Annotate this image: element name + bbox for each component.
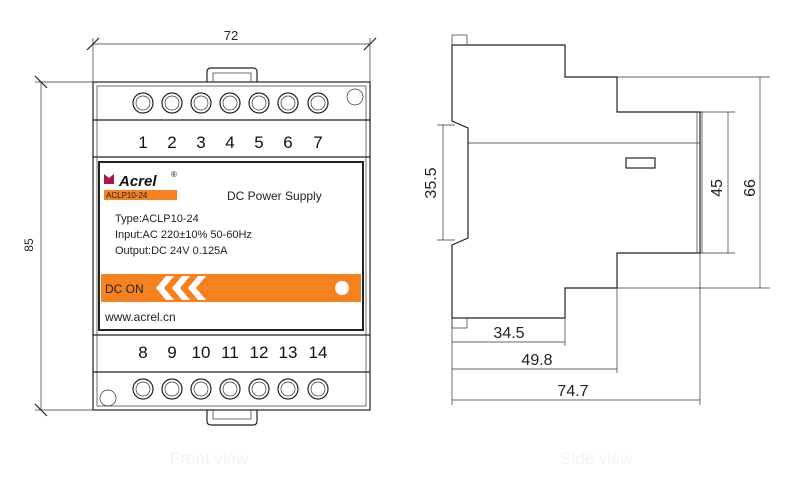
model-tag: ACLP10-24 (106, 191, 148, 200)
top-terminal-screws (132, 88, 364, 114)
terminal-number: 2 (167, 133, 176, 152)
terminal-number: 10 (192, 343, 211, 362)
chevron-arrows-icon (156, 276, 206, 300)
depth-34-5-label: 34.5 (493, 325, 524, 342)
power-led-icon (335, 281, 349, 295)
terminal-number: 7 (313, 133, 322, 152)
terminal-number: 12 (250, 343, 269, 362)
terminal-number: 8 (138, 343, 147, 362)
terminal-number: 11 (221, 343, 239, 362)
indicator-bar (101, 274, 361, 302)
website-text: www.acrel.cn (104, 310, 176, 324)
terminal-number: 14 (309, 343, 328, 362)
side-slot (625, 157, 656, 169)
height-dimension: 85 (22, 75, 95, 417)
input-spec: Input:AC 220±10% 50-60Hz (115, 229, 252, 241)
top-clip (206, 67, 258, 82)
acrel-logo-icon (104, 174, 114, 184)
side-view-caption: Side view (560, 449, 633, 468)
front-view-caption: Front view (170, 449, 249, 468)
bottom-terminal-screws (99, 378, 329, 407)
terminal-number: 6 (283, 133, 292, 152)
rail-dim-label: 35.5 (423, 167, 440, 198)
device-body (92, 81, 371, 411)
terminal-number: 4 (225, 133, 234, 152)
top-terminal-numbers: 1 2 3 4 5 6 7 (138, 133, 322, 152)
front-depth-dim-label: 45 (709, 179, 726, 197)
terminal-number: 5 (254, 133, 263, 152)
terminal-number: 3 (196, 133, 205, 152)
side-profile (451, 44, 701, 319)
width-dimension: 72 (86, 28, 377, 82)
terminal-number: 1 (138, 133, 147, 152)
output-spec: Output:DC 24V 0.125A (115, 245, 228, 257)
dc-on-label: DC ON (105, 282, 144, 296)
height-dim-label: 66 (742, 179, 759, 197)
type-spec: Type:ACLP10-24 (115, 213, 199, 225)
product-label: Acrel ® ACLP10-24 DC Power Supply Type:A… (98, 161, 364, 331)
depth-74-7-label: 74.7 (557, 383, 588, 400)
side-view: 35.5 45 66 34.5 49.8 74.7 Side view (423, 34, 770, 468)
led-hole (346, 88, 364, 106)
terminal-number: 13 (279, 343, 298, 362)
front-view: 72 85 (22, 28, 377, 468)
depth-49-8-label: 49.8 (521, 352, 552, 369)
brand-logo-text: Acrel (118, 173, 157, 190)
width-label: 72 (224, 28, 238, 43)
bottom-clip (206, 410, 258, 426)
product-name: DC Power Supply (227, 189, 322, 203)
terminal-number: 9 (167, 343, 176, 362)
registered-icon: ® (171, 170, 177, 179)
bottom-terminal-numbers: 8 9 10 11 12 13 14 (138, 343, 327, 362)
height-label: 85 (22, 238, 36, 252)
